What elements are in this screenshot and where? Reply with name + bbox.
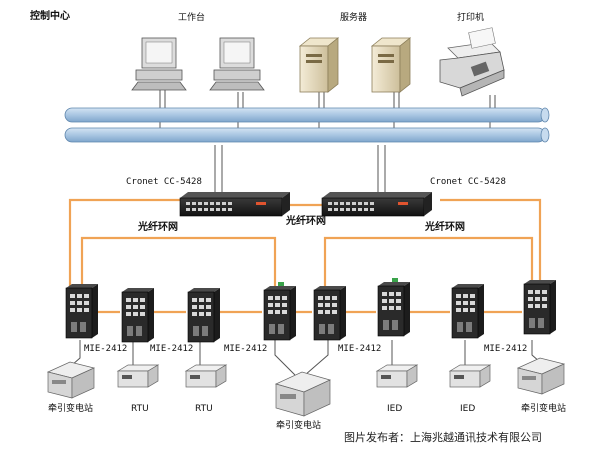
field-switches <box>65 278 556 343</box>
backbone-pipe-lower <box>64 127 550 143</box>
workstation-label: 工作台 <box>178 13 206 23</box>
field-switch-1 <box>65 284 98 339</box>
end-device-label-5: IED <box>387 404 403 414</box>
end-device-label-2: RTU <box>131 404 149 414</box>
printer-label: 打印机 <box>457 13 485 23</box>
substation-1 <box>46 361 96 399</box>
server-1 <box>298 37 340 93</box>
end-device-label-3: RTU <box>195 404 213 414</box>
printer <box>439 27 505 97</box>
rtu-2 <box>184 364 228 388</box>
server-2 <box>370 37 412 93</box>
workstation-2 <box>209 37 265 91</box>
ied-1 <box>375 364 419 388</box>
ied-2 <box>448 364 492 388</box>
fiber-ring-label-2: 光纤环网 <box>286 216 326 227</box>
field-switch-7 <box>451 284 484 339</box>
control-center-title: 控制中心 <box>30 11 70 22</box>
core-switch-2-label: Cronet CC-5428 <box>430 177 506 187</box>
fiber-ring-label-3: 光纤环网 <box>425 222 465 233</box>
field-switch-4 <box>263 282 296 341</box>
field-switch-label-4: MIE-2412 <box>338 344 382 354</box>
credit-line: 图片发布者：上海兆越通讯技术有限公司 <box>344 431 542 444</box>
field-switch-8 <box>523 280 556 335</box>
core-switch-1 <box>179 192 290 217</box>
substation-2 <box>274 371 332 417</box>
field-switch-6 <box>377 278 410 337</box>
workstation-1 <box>131 37 187 91</box>
field-switch-3 <box>187 288 220 343</box>
field-switch-5 <box>313 286 346 341</box>
rtu-1 <box>116 364 160 388</box>
field-switch-label-3: MIE-2412 <box>224 344 268 354</box>
fiber-ring-links <box>68 198 542 314</box>
field-switch-2 <box>121 288 154 343</box>
fiber-ring-label-1: 光纤环网 <box>138 222 178 233</box>
field-switch-label-1: MIE-2412 <box>84 344 128 354</box>
field-switch-label-2: MIE-2412 <box>150 344 194 354</box>
field-switch-label-5: MIE-2412 <box>484 344 528 354</box>
end-device-label-6: IED <box>460 404 476 414</box>
core-switch-2 <box>321 192 432 217</box>
end-device-label-7: 牵引变电站 <box>521 404 567 414</box>
core-switch-1-label: Cronet CC-5428 <box>126 177 202 187</box>
end-device-label-4: 牵引变电站 <box>276 421 322 431</box>
backbone-pipe-upper <box>64 107 550 123</box>
end-device-label-1: 牵引变电站 <box>48 404 94 414</box>
substation-3 <box>516 357 566 395</box>
server-label: 服务器 <box>340 13 368 23</box>
